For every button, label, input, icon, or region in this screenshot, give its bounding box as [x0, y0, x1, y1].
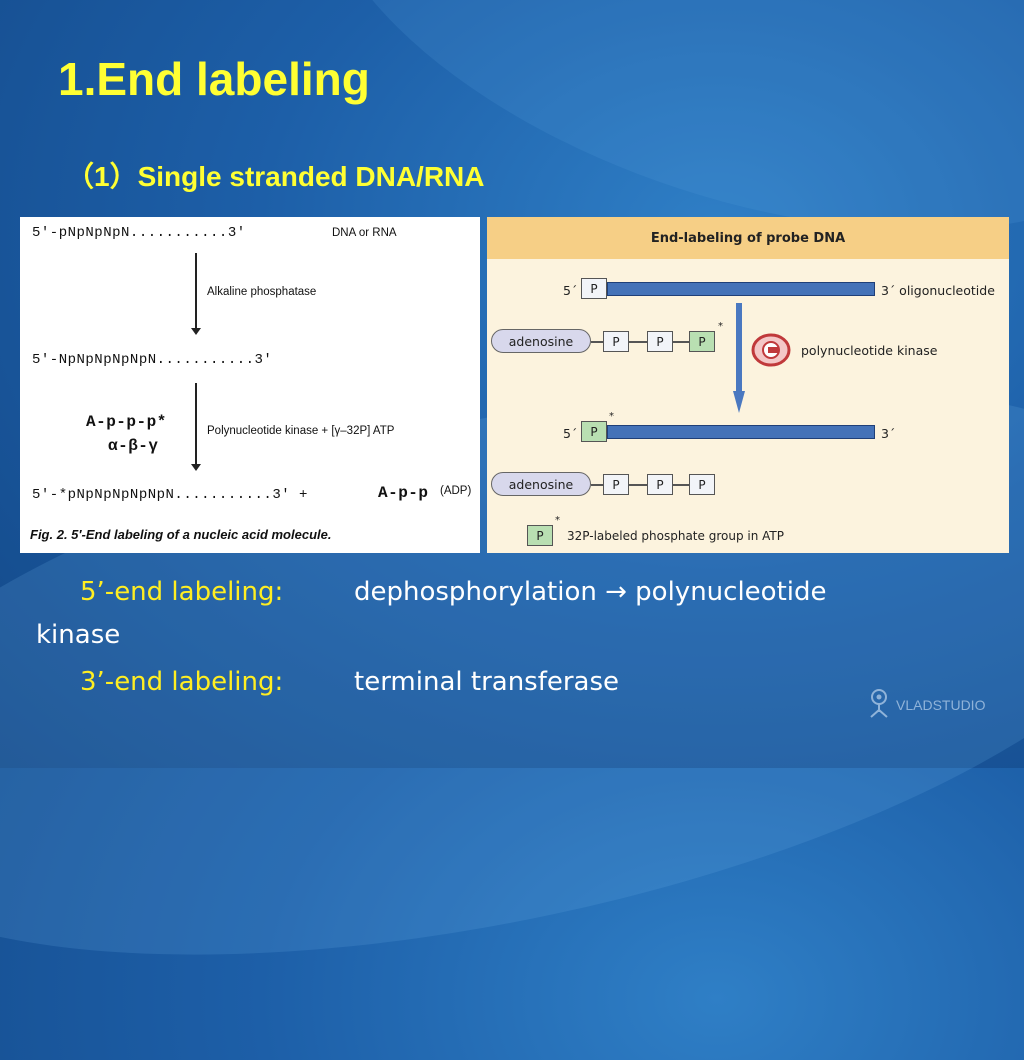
sequence-original: 5′-pNpNpNpN...........3′: [32, 225, 246, 241]
three-prime-labeling-heading: 3’-end labeling:: [80, 667, 284, 697]
bond-line: [591, 484, 603, 486]
sequence-labeled: 5′-*pNpNpNpNpNpN...........3′ +: [32, 487, 308, 503]
three-prime-label: 3´: [881, 426, 896, 441]
radiolabel-star: *: [718, 321, 723, 332]
adenosine-capsule: adenosine: [491, 329, 591, 353]
bond-line: [673, 484, 689, 486]
alkaline-phosphatase-label: Alkaline phosphatase: [207, 286, 317, 298]
slide-title: 1.End labeling: [58, 53, 370, 105]
atp-phosphate-positions: α-β-γ: [108, 437, 159, 455]
phosphate-box: P: [647, 331, 673, 352]
figure-caption: Fig. 2. 5′-End labeling of a nucleic aci…: [30, 527, 332, 542]
vladstudio-logo-icon: [868, 688, 890, 721]
five-prime-labeling-method: dephosphorylation → polynucleotide: [354, 577, 827, 607]
three-prime-oligonucleotide-label: 3´ oligonucleotide: [881, 283, 995, 298]
watermark: VLADSTUDIO: [868, 688, 985, 721]
three-prime-labeling-method: terminal transferase: [354, 667, 620, 697]
figure-header: End-labeling of probe DNA: [487, 217, 1009, 259]
legend-phosphate-box: P: [527, 525, 553, 546]
bond-line: [673, 341, 689, 343]
five-prime-labeling-heading: 5’-end labeling:: [80, 577, 284, 607]
slide-subtitle: （1）Single stranded DNA/RNA: [66, 161, 485, 192]
phosphate-box: P: [689, 474, 715, 495]
bond-line: [629, 341, 647, 343]
labeled-oligonucleotide-strand: [607, 425, 875, 439]
legend-label: 32P-labeled phosphate group in ATP: [567, 529, 784, 543]
five-prime-label: 5´: [563, 283, 578, 298]
oligonucleotide-strand: [607, 282, 875, 296]
five-prime-label: 5´: [563, 426, 578, 441]
reaction-arrow-2: [192, 383, 200, 471]
phosphate-box: P: [647, 474, 673, 495]
figure-5prime-labeling: 5′-pNpNpNpN...........3′ DNA or RNA Alka…: [20, 217, 480, 553]
kinase-label: polynucleotide kinase: [801, 343, 938, 358]
labeled-phosphate-box: P: [689, 331, 715, 352]
bond-line: [629, 484, 647, 486]
radiolabel-star: *: [555, 515, 560, 526]
kinase-reaction-label: Polynucleotide kinase + [γ–32P] ATP: [207, 425, 395, 437]
bond-line: [591, 341, 603, 343]
labeled-phosphate-box: P: [581, 421, 607, 442]
adp-label: (ADP): [440, 485, 472, 497]
radiolabel-star: *: [609, 411, 614, 422]
five-prime-labeling-method-cont: kinase: [36, 620, 121, 650]
reaction-arrow-1: [192, 253, 200, 335]
sequence-dephosphorylated: 5′-NpNpNpNpNpN...........3′: [32, 352, 273, 368]
kinase-enzyme-icon: [751, 333, 791, 367]
watermark-text: VLADSTUDIO: [896, 696, 986, 713]
adenosine-capsule: adenosine: [491, 472, 591, 496]
down-arrow-icon: [733, 303, 745, 413]
figure-probe-labeling: End-labeling of probe DNA 5´ P 3´ oligon…: [487, 217, 1009, 553]
phosphate-box: P: [581, 278, 607, 299]
phosphate-box: P: [603, 474, 629, 495]
atp-structure: A-p-p-p*: [86, 413, 167, 431]
sequence-type-label: DNA or RNA: [332, 227, 397, 239]
phosphate-box: P: [603, 331, 629, 352]
adp-structure: A-p-p: [378, 484, 429, 502]
